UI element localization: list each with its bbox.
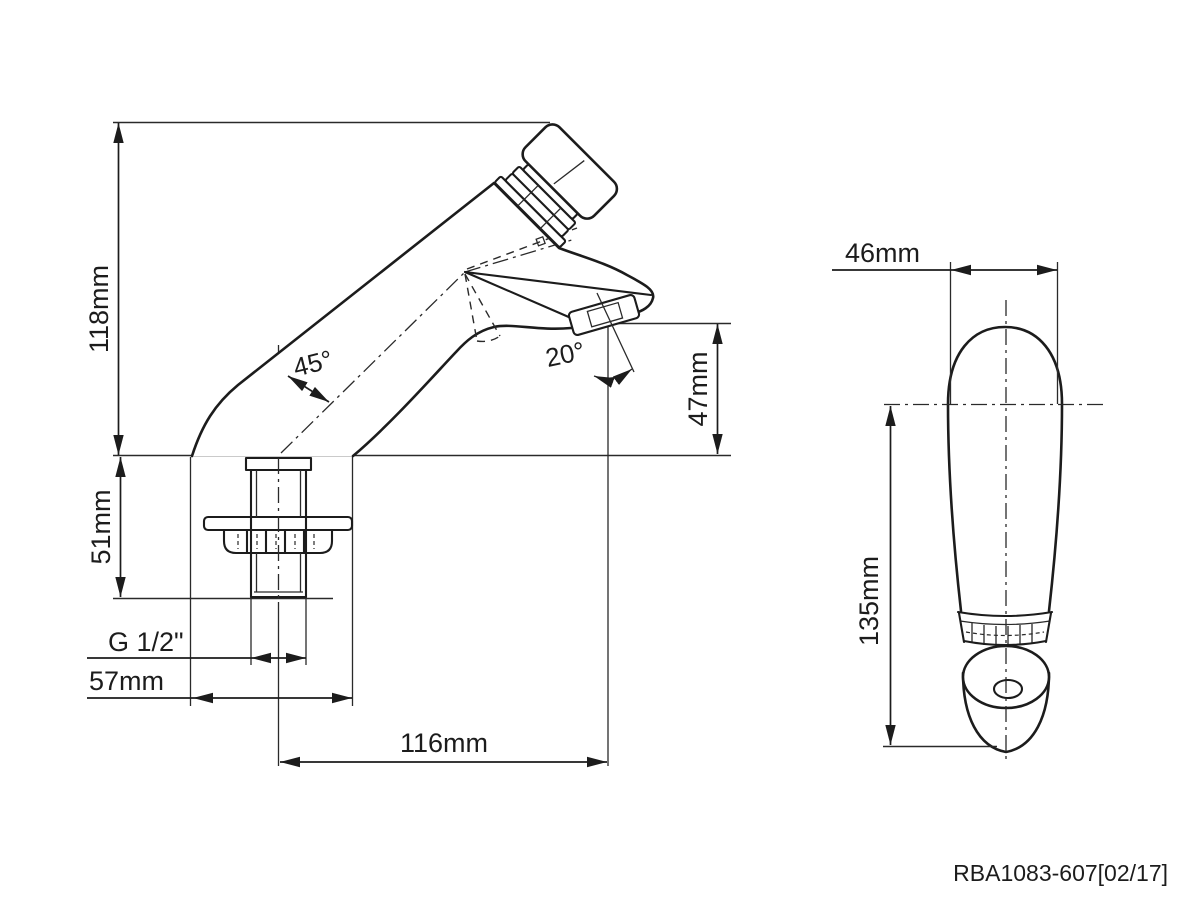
side-aerator-ring	[956, 610, 1054, 647]
ring-bottom-edge	[962, 639, 1048, 647]
angle-20-ray	[596, 292, 635, 373]
spout-fold-line-upper	[463, 270, 653, 297]
spout-fold-line-lower	[463, 270, 573, 320]
collar-tick-1	[517, 184, 539, 207]
part-number: RBA1083-607[02/17]	[953, 860, 1168, 886]
angle-20-label: 20°	[543, 335, 588, 373]
push-button-head	[494, 123, 619, 248]
aerator-outer	[567, 293, 641, 337]
ring-dashed-mid	[965, 631, 1045, 637]
ring-top-edge	[956, 610, 1054, 618]
dimension-57mm: 57mm	[87, 666, 352, 704]
dimension-thread: G 1/2"	[87, 627, 306, 664]
angle-20-arc	[593, 368, 633, 388]
shank-assembly	[202, 456, 354, 602]
cap-accent-line	[553, 160, 585, 185]
collar-tick-2	[539, 207, 562, 229]
pivot-dashed-arc	[476, 335, 501, 343]
dim-label-47mm: 47mm	[683, 351, 713, 426]
dim-label-thread: G 1/2"	[108, 627, 184, 657]
aerator-inner	[586, 301, 624, 328]
ring-left-edge	[957, 611, 966, 644]
ring-second-edge	[959, 620, 1051, 626]
dim-label-116mm: 116mm	[400, 728, 488, 758]
pivot-dashed-down-1	[464, 273, 478, 342]
dimension-46mm: 46mm	[832, 238, 1059, 404]
dim-label-135mm: 135mm	[854, 556, 884, 646]
ring-right-edge	[1044, 611, 1053, 644]
pivot-dashed-down-2	[464, 273, 501, 337]
dimension-51mm: 51mm	[86, 457, 126, 597]
side-view: 46mm 135mm	[832, 238, 1108, 762]
dim-label-46mm: 46mm	[845, 238, 920, 268]
dim-label-51mm: 51mm	[86, 489, 116, 564]
side-body-outline	[946, 325, 1064, 613]
dimension-135mm: 135mm	[854, 406, 997, 748]
dimension-116mm: 116mm	[280, 728, 607, 768]
body-axis-centerline	[280, 271, 466, 454]
pivot-dashed-upper	[466, 227, 578, 270]
dim-label-57mm: 57mm	[89, 666, 164, 696]
angle-45-arrow	[287, 375, 330, 403]
dimension-47mm: 47mm	[683, 324, 723, 454]
front-view: 118mm 51mm 47mm G 1/2" 57mm 116mm	[84, 121, 731, 768]
dimension-118mm: 118mm	[84, 123, 124, 455]
pivot-square-mark	[535, 235, 546, 247]
dim-label-118mm: 118mm	[84, 265, 114, 353]
side-outlet-hole	[992, 678, 1024, 700]
aerator	[567, 293, 641, 337]
